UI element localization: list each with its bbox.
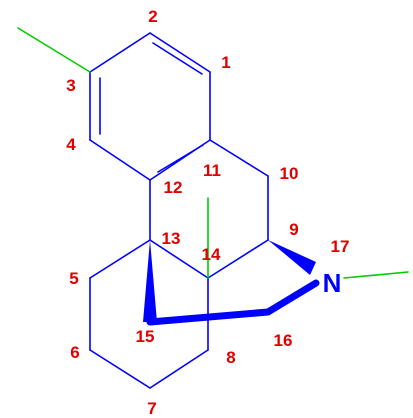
methyl-bond-c3 bbox=[17, 27, 91, 73]
bond-c16-n17 bbox=[264, 279, 320, 316]
nitrogen-atom-symbol: N bbox=[323, 268, 342, 298]
locant-c7: 7 bbox=[147, 399, 156, 418]
locant-c14: 14 bbox=[202, 245, 221, 264]
locant-c5: 5 bbox=[69, 269, 78, 288]
bond-c1-c2 bbox=[149, 32, 211, 73]
locant-c12: 12 bbox=[164, 178, 183, 197]
bond-c7-c8 bbox=[149, 349, 209, 389]
locant-c16: 16 bbox=[274, 331, 293, 350]
locant-c1: 1 bbox=[221, 53, 230, 72]
locant-n17: 17 bbox=[331, 237, 350, 256]
double-bond-c11-c12 bbox=[157, 144, 204, 173]
locant-c10: 10 bbox=[280, 164, 299, 183]
locant-c4: 4 bbox=[66, 135, 76, 154]
wedge-bond-c9-n17 bbox=[268, 240, 316, 275]
bond-c15-c16 bbox=[146, 308, 272, 326]
locant-c9: 9 bbox=[289, 220, 298, 239]
bond-c9-c14 bbox=[207, 239, 269, 279]
locant-c11: 11 bbox=[203, 161, 221, 180]
wedge-bond-c13-c15 bbox=[143, 240, 157, 322]
bond-c6-c7 bbox=[89, 349, 151, 389]
bond-c13-c14 bbox=[149, 239, 209, 279]
bond-c13-c5 bbox=[89, 239, 151, 279]
bond-c4-c12 bbox=[89, 139, 151, 181]
wedge-bond-group bbox=[143, 240, 316, 322]
bond-c11-c10 bbox=[209, 139, 269, 177]
locant-c3: 3 bbox=[66, 76, 75, 95]
bond-group bbox=[17, 27, 409, 389]
locant-c2: 2 bbox=[148, 7, 157, 26]
locant-c6: 6 bbox=[70, 343, 79, 362]
locant-c15: 15 bbox=[136, 327, 155, 346]
bond-c2-c3 bbox=[89, 32, 151, 73]
methyl-bond-n17 bbox=[343, 271, 409, 279]
locant-c8: 8 bbox=[226, 348, 235, 367]
locant-c13: 13 bbox=[162, 229, 181, 248]
double-bond-c1-c2 bbox=[152, 42, 203, 75]
